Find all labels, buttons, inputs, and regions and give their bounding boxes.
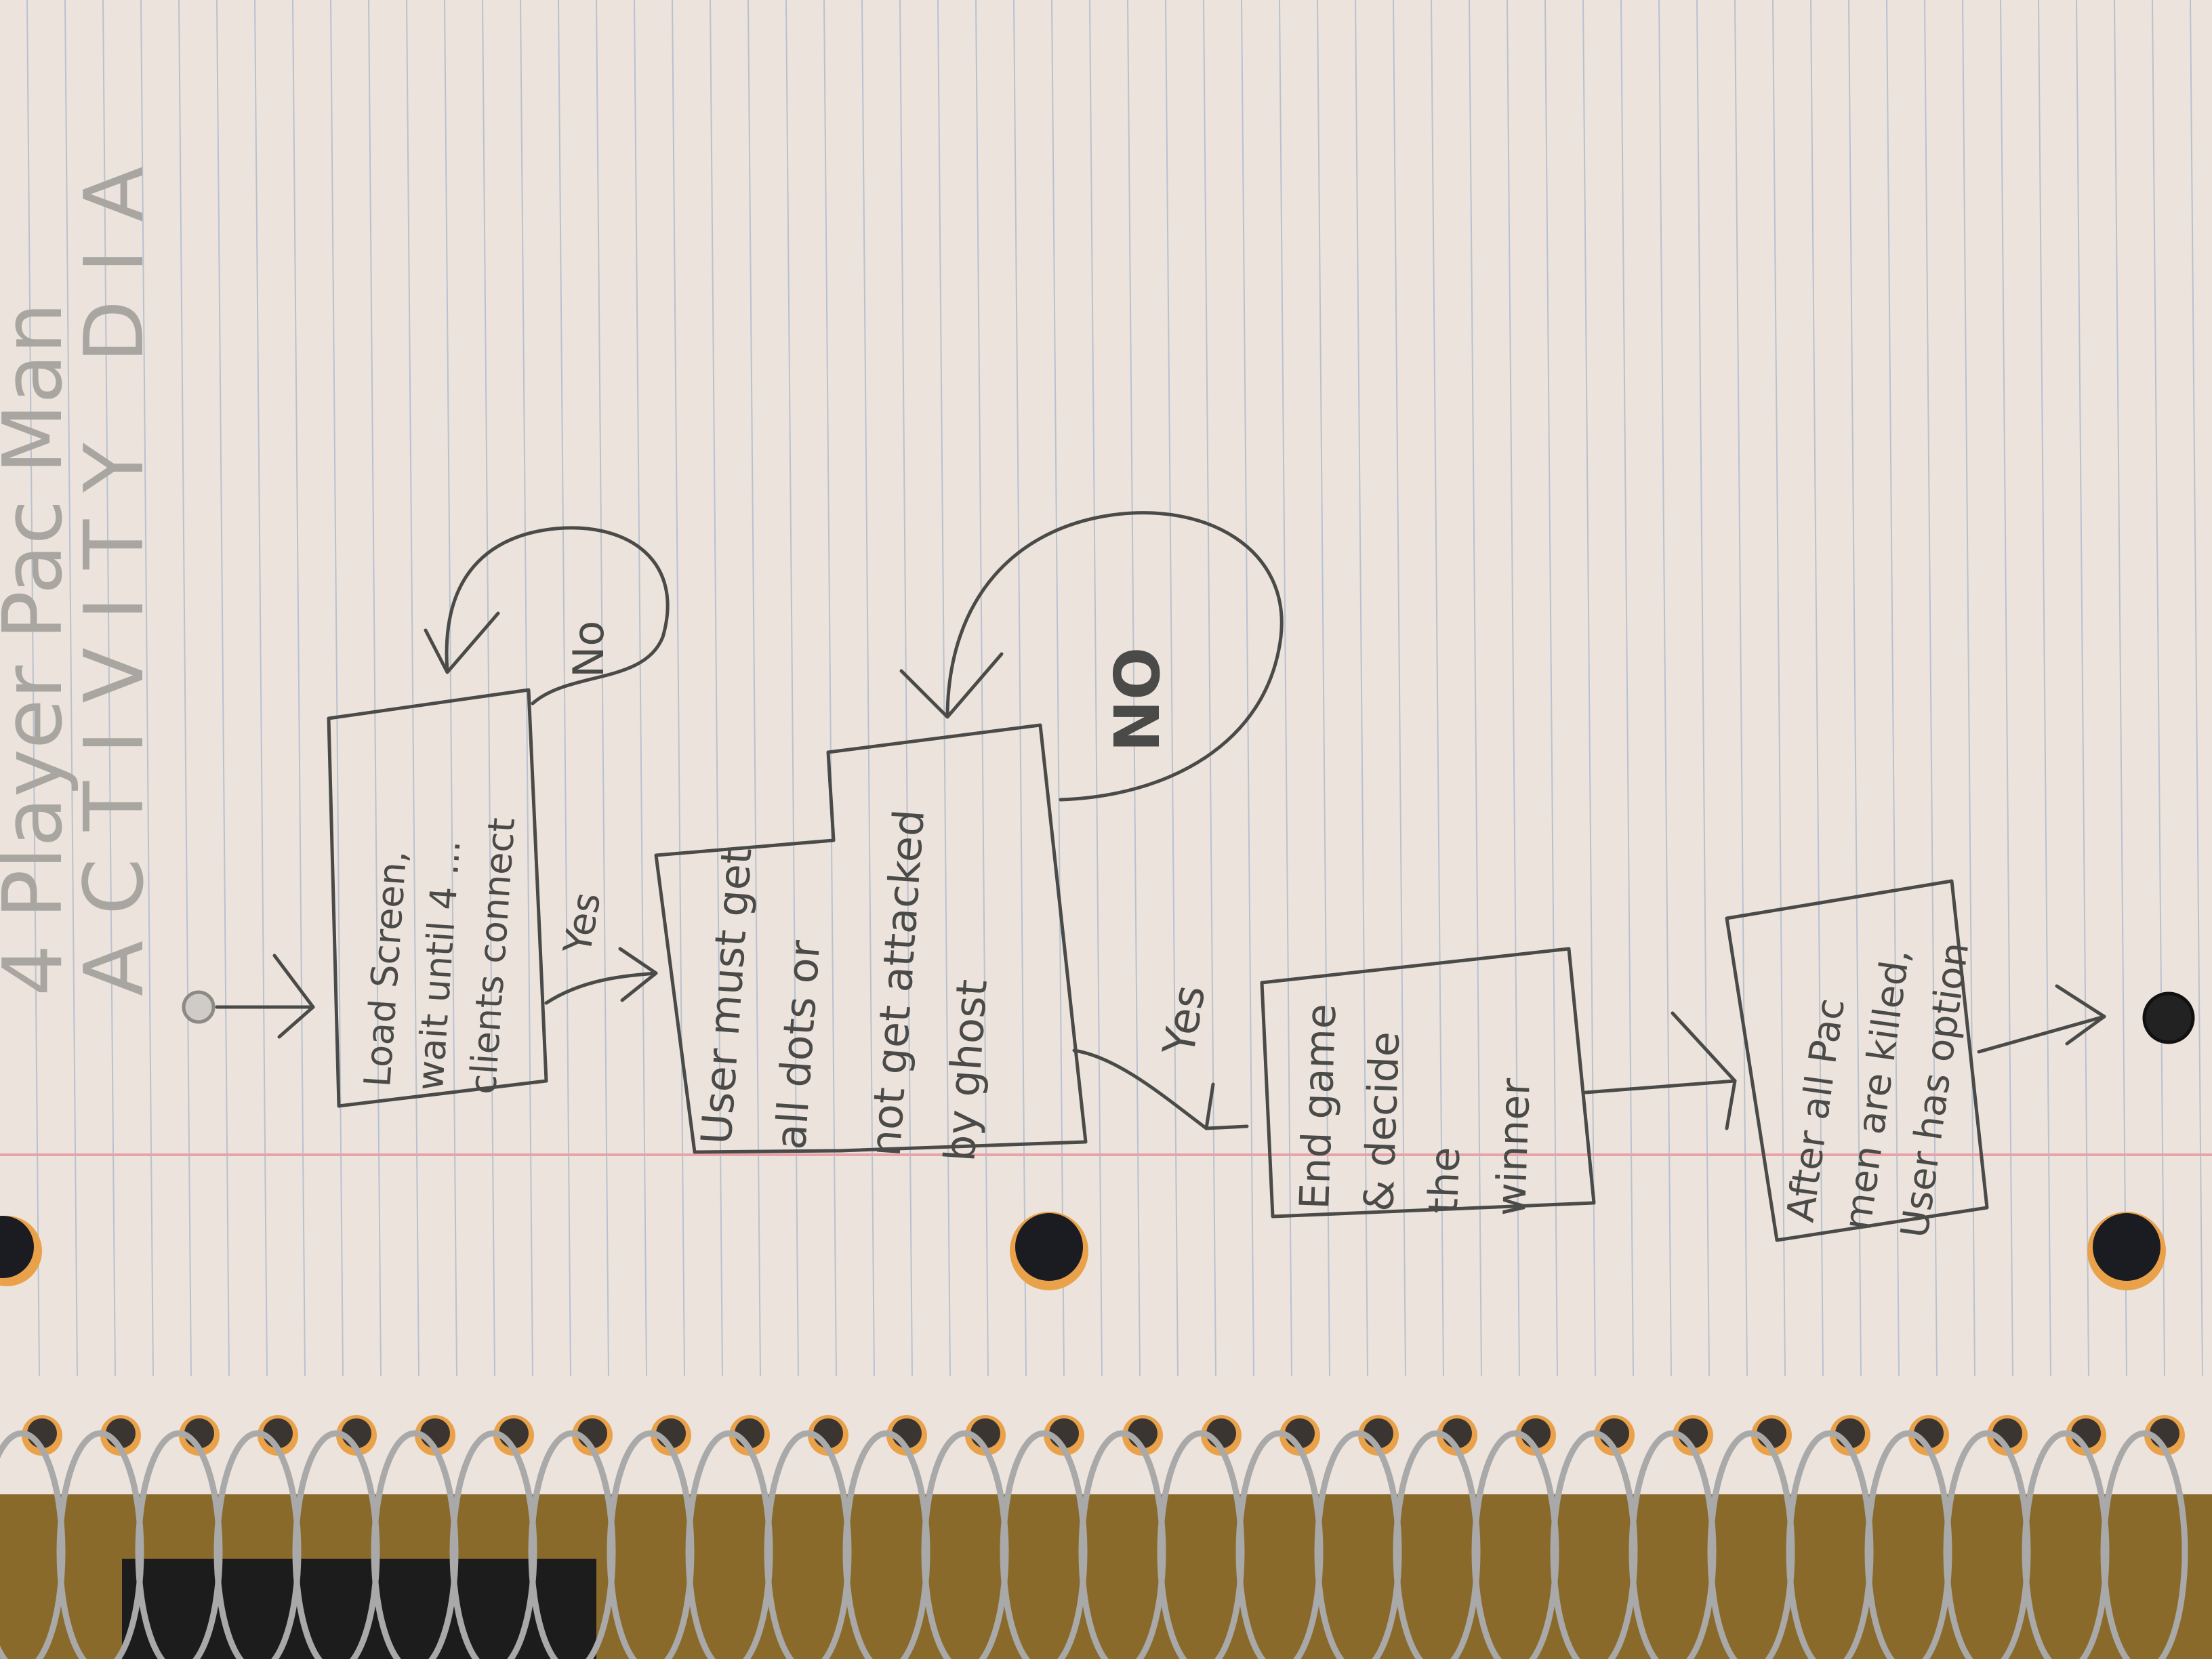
ruled-line [1696, 0, 1710, 1376]
end-to-after-arrow [1584, 1079, 1737, 1094]
ruled-line [406, 0, 419, 1376]
end-line-1: End game [1291, 1003, 1346, 1210]
spiral-binding [0, 1415, 2188, 1659]
binder-hole-center [2093, 1213, 2160, 1281]
ruled-line [102, 0, 116, 1376]
ruled-line [2000, 0, 2013, 1376]
ruled-line [672, 0, 685, 1376]
ruled-line [1279, 0, 1292, 1376]
ruled-line [444, 0, 457, 1376]
load-loop-arrow [445, 526, 670, 705]
ruled-line [216, 0, 230, 1376]
load-yes-arrow [544, 971, 658, 1005]
ruled-line [1772, 0, 1786, 1376]
ruled-line [1544, 0, 1558, 1376]
play-yes-label: Yes [1154, 981, 1216, 1060]
ruled-line [178, 0, 192, 1376]
play-loop-arrow-head [899, 652, 1004, 719]
ruled-line [292, 0, 306, 1376]
end-line-2: & decide [1355, 1031, 1409, 1212]
ruled-line [2114, 0, 2127, 1376]
title-line-1: 4 Player Pac Man [0, 302, 81, 996]
ruled-line [1810, 0, 1824, 1376]
ruled-line [634, 0, 647, 1376]
after-to-final-arrow-head [2055, 984, 2106, 1046]
ruled-line [368, 0, 382, 1376]
ruled-line [26, 0, 40, 1376]
ruled-line [64, 0, 78, 1376]
ruled-line [330, 0, 344, 1376]
end-line-3: the [1420, 1146, 1469, 1214]
ruled-line [1051, 0, 1065, 1376]
after-box [1725, 879, 1989, 1242]
ruled-line [1203, 0, 1216, 1376]
ruled-line [1089, 0, 1103, 1376]
binder-hole-center [0, 1216, 34, 1278]
ruled-line [823, 0, 837, 1376]
end-box-text: End game & decide the winner [1291, 1003, 1540, 1217]
play-box [654, 723, 1088, 1154]
ruled-line [140, 0, 154, 1376]
title-line-2: ACTIVITY DIA [68, 139, 162, 996]
ruled-line [1848, 0, 1862, 1376]
spiral-ring [2100, 1430, 2188, 1659]
start-arrow-head [272, 954, 315, 1039]
load-yes-arrow-head [618, 947, 658, 1002]
ruled-line [1317, 0, 1330, 1376]
load-no-label: No [564, 621, 613, 678]
play-no-label: NO [1101, 647, 1174, 752]
ruled-line [596, 0, 609, 1376]
ruled-line [2038, 0, 2051, 1376]
ruled-line [1924, 0, 1938, 1376]
ruled-line [482, 0, 495, 1376]
load-yes-label: Yes [556, 889, 610, 958]
ruled-line [1355, 0, 1368, 1376]
load-box [327, 688, 548, 1108]
load-loop-arrow-head [424, 611, 500, 674]
ruled-line [1582, 0, 1596, 1376]
ruled-line [785, 0, 799, 1376]
ruled-line [254, 0, 268, 1376]
ruled-line [1013, 0, 1027, 1376]
ruled-line [2190, 0, 2203, 1376]
ruled-line [2076, 0, 2089, 1376]
ruled-line [1962, 0, 1975, 1376]
ruled-line [1507, 0, 1520, 1376]
ruled-line [1165, 0, 1179, 1376]
ruled-line [1620, 0, 1634, 1376]
play-yes-arrow-head [1204, 1082, 1249, 1130]
ruled-line [899, 0, 913, 1376]
ruled-line [1469, 0, 1482, 1376]
ruled-line [1241, 0, 1254, 1376]
ruled-line [1431, 0, 1444, 1376]
ruled-line [1393, 0, 1406, 1376]
ruled-line [1658, 0, 1672, 1376]
diagram-title: 4 Player Pac Man ACTIVITY DIA [0, 139, 162, 996]
binder-hole-center [1015, 1213, 1083, 1281]
ruled-line [747, 0, 761, 1376]
load-box-text: Load Screen, wait until 4 ... clients co… [356, 816, 523, 1095]
start-node [182, 990, 216, 1024]
end-box [1260, 947, 1596, 1218]
end-to-after-arrow-head [1671, 1011, 1737, 1130]
ruled-line [2152, 0, 2165, 1376]
ruled-line [1886, 0, 1900, 1376]
after-to-final-arrow [1977, 1015, 2106, 1054]
ruled-line [1127, 0, 1141, 1376]
play-yes-arrow [1072, 1048, 1208, 1130]
ruled-line [861, 0, 875, 1376]
end-node [2142, 991, 2195, 1044]
ruled-line [1734, 0, 1748, 1376]
notebook-paper [0, 0, 2212, 1494]
ruled-line [710, 0, 723, 1376]
play-loop-arrow [945, 511, 1284, 802]
end-line-4: winner [1488, 1078, 1540, 1217]
ruled-line [520, 0, 533, 1376]
